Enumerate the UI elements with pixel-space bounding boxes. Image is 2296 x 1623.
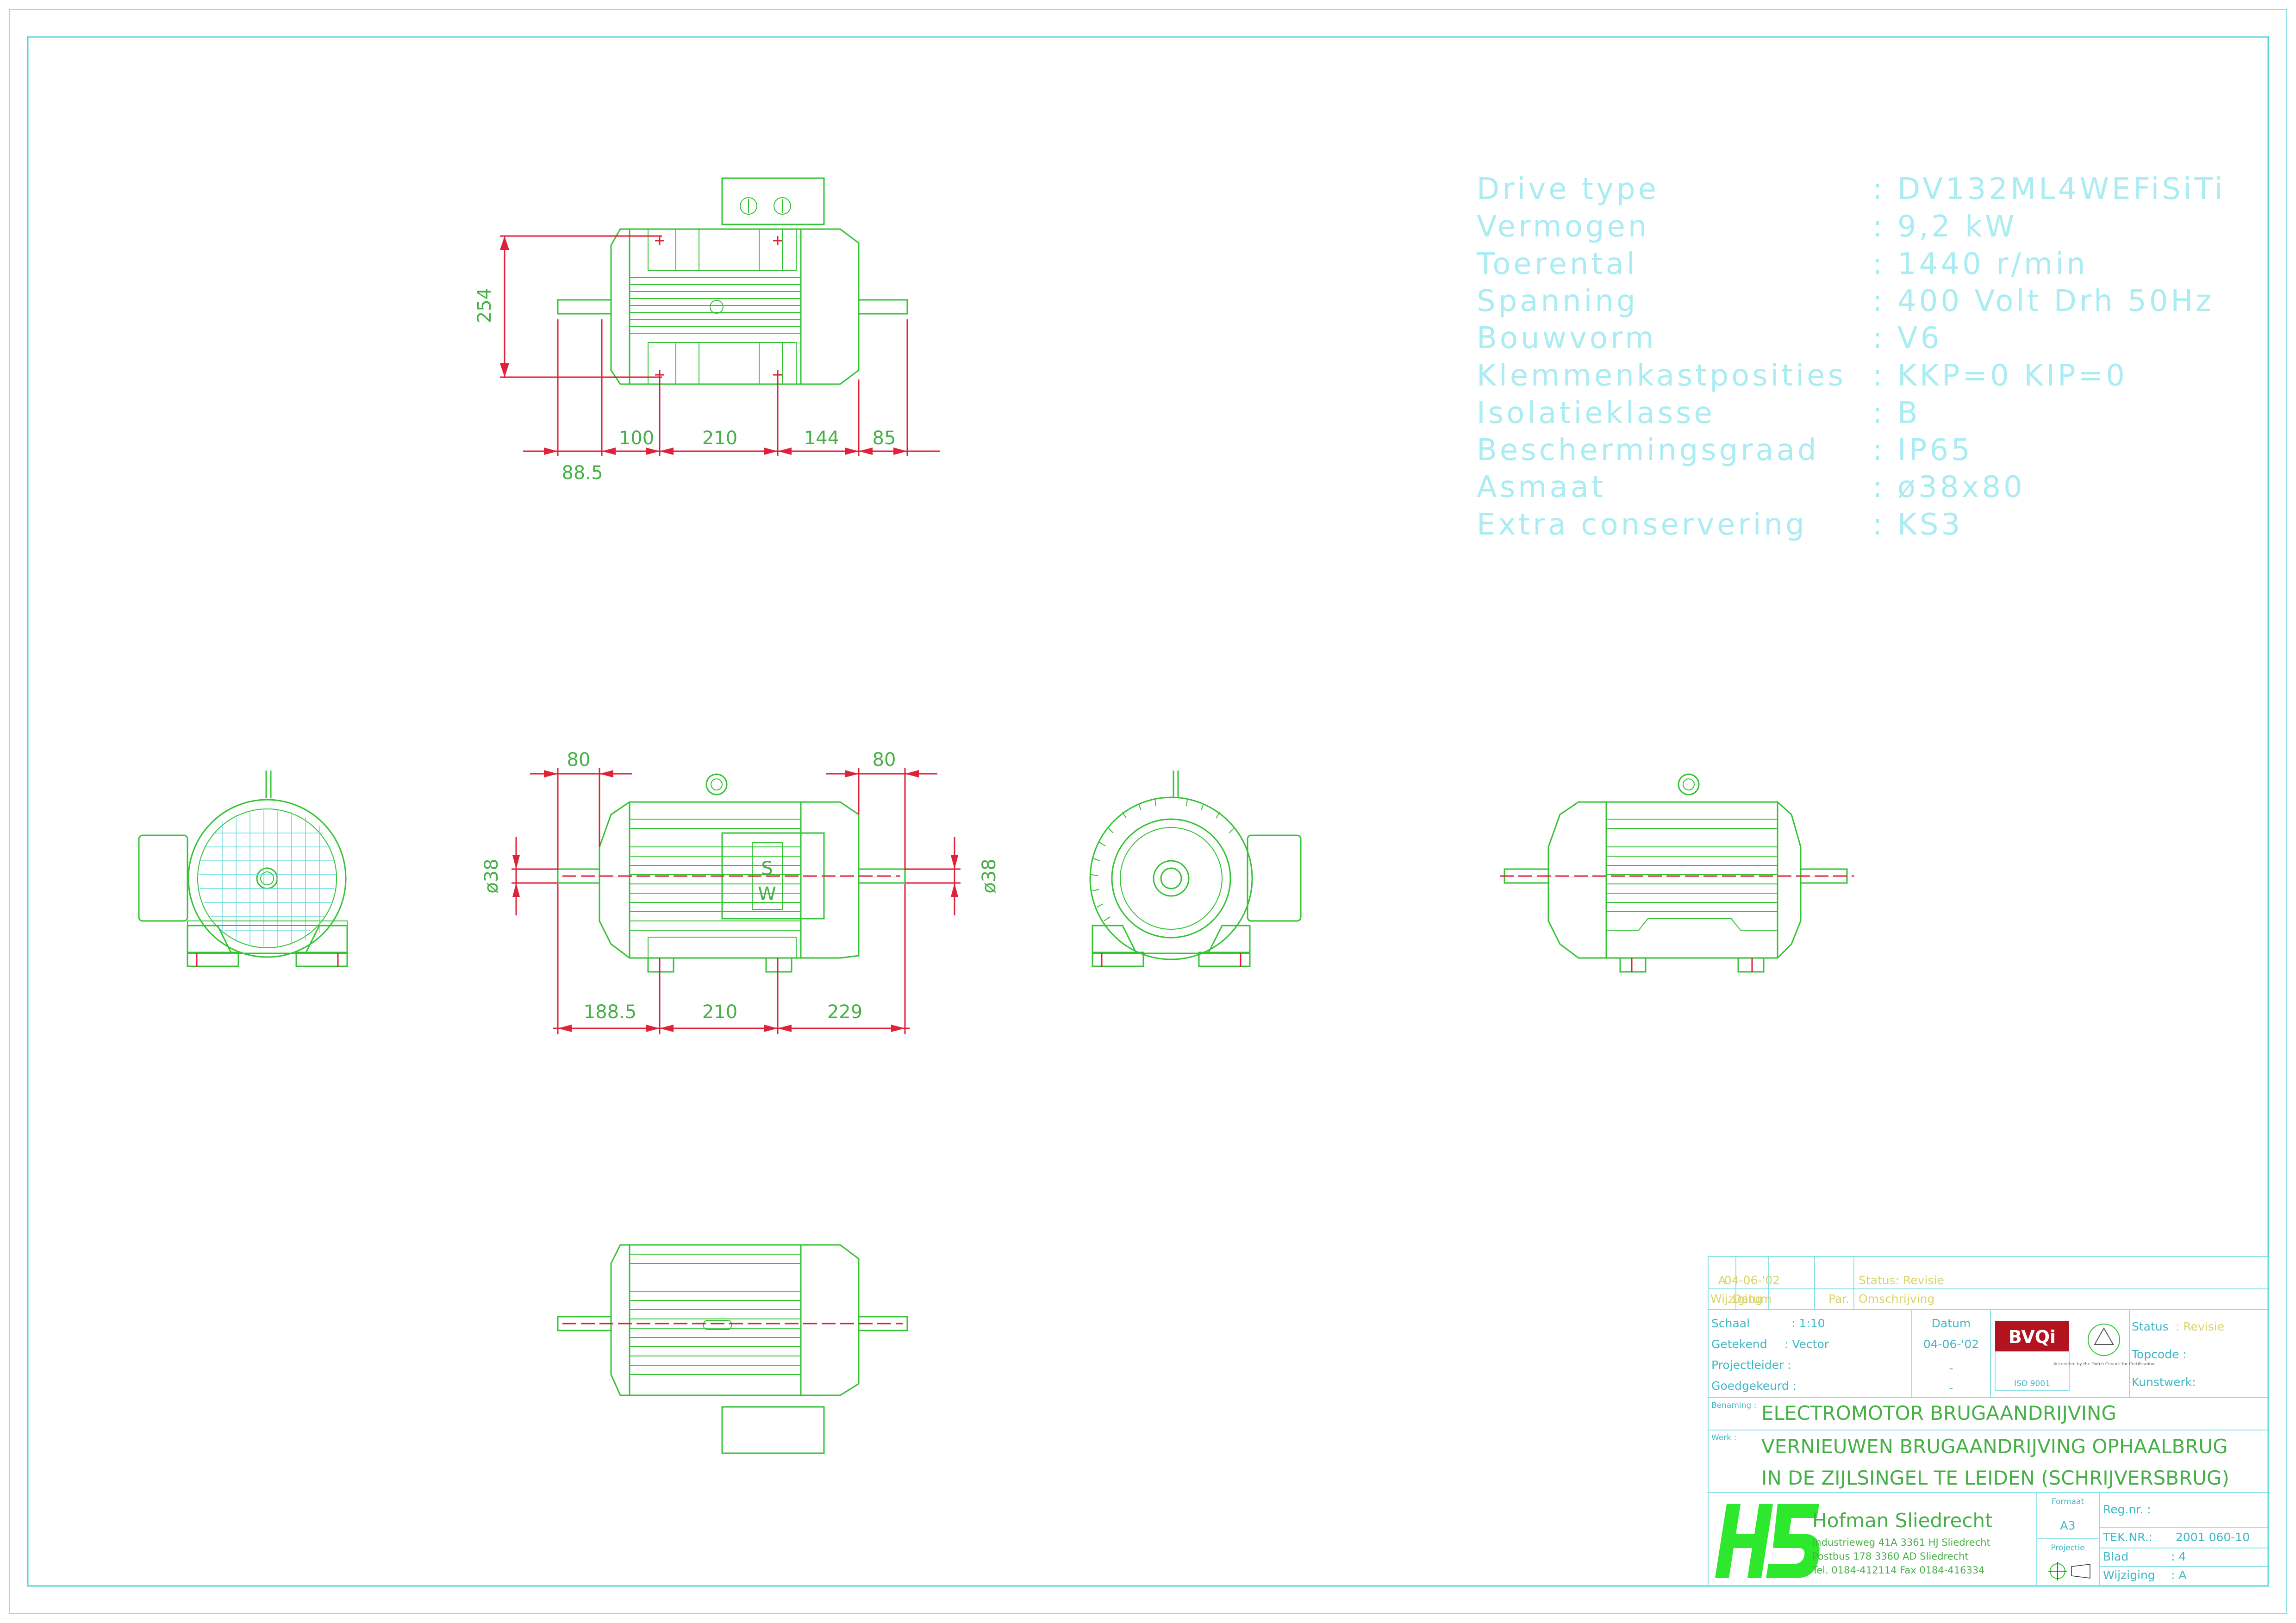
- dim-229: 229: [827, 1001, 862, 1023]
- wijziging-value: : A: [2171, 1568, 2186, 1582]
- projectie-label: Projectie: [2051, 1543, 2084, 1553]
- spec-value-4: : V6: [1872, 321, 1942, 355]
- cert-icon: [2094, 1327, 2114, 1345]
- spec-value-8: : ø38x80: [1872, 470, 2025, 504]
- dim-210-top: 210: [702, 428, 737, 449]
- regnr-label: Reg.nr. :: [2103, 1503, 2151, 1516]
- benaming-value: ELECTROMOTOR BRUGAANDRIJVING: [1761, 1402, 2116, 1424]
- col-paraaf: Par.: [1828, 1292, 1849, 1306]
- motor-side-view: S W 80 80 ø38 ø38: [481, 749, 1000, 1034]
- schaal-value: : 1:10: [1791, 1317, 1825, 1330]
- datum-label: Datum: [1932, 1317, 1971, 1330]
- dash-2: -: [1949, 1381, 1953, 1395]
- getekend-label: Getekend: [1711, 1337, 1767, 1351]
- spec-label-8: Asmaat: [1477, 470, 1606, 504]
- cert-text: Accredited by the Dutch Council for Cert…: [2053, 1362, 2154, 1367]
- spec-value-7: : IP65: [1872, 433, 1973, 467]
- goedgekeurd-label: Goedgekeurd :: [1711, 1379, 1797, 1393]
- spec-label-9: Extra conservering: [1477, 508, 1807, 542]
- spec-label-6: Isolatieklasse: [1477, 396, 1715, 430]
- spec-value-2: : 1440 r/min: [1872, 247, 2088, 281]
- dim-100: 100: [619, 428, 654, 449]
- dim-188-5: 188.5: [584, 1001, 637, 1023]
- rev-date: 04-06-'02: [1724, 1274, 1780, 1287]
- wijziging-label: Wijziging: [2103, 1568, 2155, 1582]
- spec-label-5: Klemmenkastposities: [1477, 359, 1846, 393]
- address-3: Tel. 0184-412114 Fax 0184-416334: [1812, 1565, 1985, 1576]
- motor-end-view-shaft: [1089, 771, 1302, 967]
- blad-value: : 4: [2171, 1550, 2186, 1563]
- address-2: Postbus 178 3360 AD Sliedrecht: [1812, 1551, 1969, 1562]
- blad-label: Blad: [2103, 1550, 2128, 1563]
- kunstwerk-label: Kunstwerk:: [2132, 1375, 2196, 1389]
- status-value: : Revisie: [2176, 1320, 2224, 1333]
- col-wijziging: Wijziging: [1710, 1292, 1763, 1306]
- dash-1: -: [1949, 1362, 1953, 1375]
- motor-bottom-view: [557, 1244, 908, 1454]
- title-block: A 04-06-'02 Status: Revisie Wijziging Da…: [1708, 1256, 2269, 1586]
- iso-text: ISO 9001: [2014, 1379, 2050, 1388]
- spec-label-2: Toerental: [1476, 247, 1638, 281]
- svg-text:W: W: [758, 883, 776, 905]
- spec-label-7: Beschermingsgraad: [1477, 433, 1819, 467]
- bvqi-text: BVQi: [2009, 1327, 2056, 1347]
- bvqi-logo: [1995, 1321, 2069, 1351]
- spec-label-3: Spanning: [1477, 284, 1638, 318]
- motor-top-view: 254 100 210 144 85 88.5: [474, 177, 940, 484]
- formaat-label: Formaat: [2052, 1497, 2084, 1506]
- spec-value-9: : KS3: [1872, 508, 1963, 542]
- dim-85: 85: [873, 428, 896, 449]
- datum-value: 04-06-'02: [1923, 1337, 1979, 1351]
- spec-value-6: : B: [1872, 396, 1921, 430]
- motor-end-view-fan: [138, 771, 348, 967]
- rev-desc: Status: Revisie: [1859, 1274, 1944, 1287]
- spec-table: Drive type Vermogen Toerental Spanning B…: [1476, 172, 2226, 542]
- spec-label-4: Bouwvorm: [1477, 321, 1657, 355]
- projectleider-label: Projectleider :: [1711, 1358, 1791, 1372]
- getekend-value: : Vector: [1784, 1337, 1829, 1351]
- company-logo: [1715, 1504, 1820, 1578]
- dim-144: 144: [804, 428, 839, 449]
- benaming-label: Benaming :: [1711, 1401, 1756, 1410]
- dim-210-side: 210: [702, 1001, 737, 1023]
- topcode-label: Topcode :: [2131, 1348, 2187, 1361]
- formaat-value: A3: [2060, 1519, 2075, 1532]
- spec-value-0: : DV132ML4WEFiSiTi: [1872, 172, 2226, 206]
- werk-line-1: VERNIEUWEN BRUGAANDRIJVING OPHAALBRUG: [1761, 1435, 2228, 1458]
- spec-label-0: Drive type: [1477, 172, 1659, 206]
- dim-shaft-left: ø38: [481, 858, 502, 893]
- werk-label: Werk :: [1711, 1433, 1736, 1443]
- teknr-value: 2001 060-10: [2176, 1530, 2250, 1544]
- dim-88-5: 88.5: [562, 462, 603, 484]
- address-1: Industrieweg 41A 3361 HJ Sliedrecht: [1812, 1537, 1990, 1548]
- werk-line-2: IN DE ZIJLSINGEL TE LEIDEN (SCHRIJVERSBR…: [1761, 1467, 2229, 1489]
- dim-shaft-right: ø38: [979, 858, 1000, 893]
- rev-letter: A: [1718, 1274, 1726, 1287]
- sheet-border: [9, 9, 2287, 1614]
- dim-254: 254: [474, 288, 495, 323]
- company-name: Hofman Sliedrecht: [1812, 1509, 1993, 1532]
- spec-label-1: Vermogen: [1477, 210, 1649, 244]
- teknr-label: TEK.NR.:: [2103, 1530, 2152, 1544]
- col-omschrijving: Omschrijving: [1859, 1292, 1934, 1306]
- col-datum: Datum: [1733, 1292, 1772, 1306]
- motor-rear-view: [1500, 773, 1854, 973]
- spec-value-5: : KKP=0 KIP=0: [1872, 359, 2128, 393]
- spec-value-3: : 400 Volt Drh 50Hz: [1872, 284, 2214, 318]
- status-label: Status: [2132, 1320, 2169, 1333]
- schaal-label: Schaal: [1711, 1317, 1750, 1330]
- dim-80-left: 80: [567, 749, 591, 771]
- dim-80-right: 80: [873, 749, 896, 771]
- spec-value-1: : 9,2 kW: [1872, 210, 2017, 244]
